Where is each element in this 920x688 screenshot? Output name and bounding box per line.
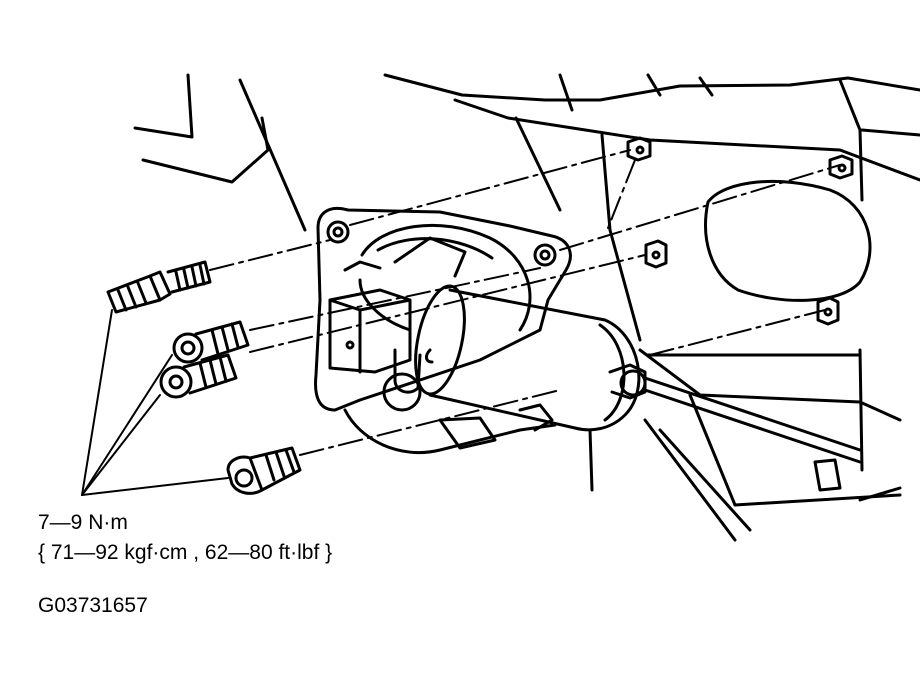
body-panel [133,73,920,542]
alignment-lines [209,149,841,456]
figure-code: G03731657 [38,594,148,617]
leader-lines [81,309,229,496]
motor-bracket [314,206,572,455]
bolt-middle-1 [172,320,250,364]
bolt-top [106,260,212,314]
torque-spec-nm: 7—9 N·m [38,511,128,534]
motor-body [414,284,862,492]
torque-spec-alt-units: { 71—92 kgf·cm , 62—80 ft·lbf } [38,541,333,564]
weld-nuts [626,136,854,326]
bolt-bottom [226,446,302,495]
bolt-middle-2 [159,353,238,399]
